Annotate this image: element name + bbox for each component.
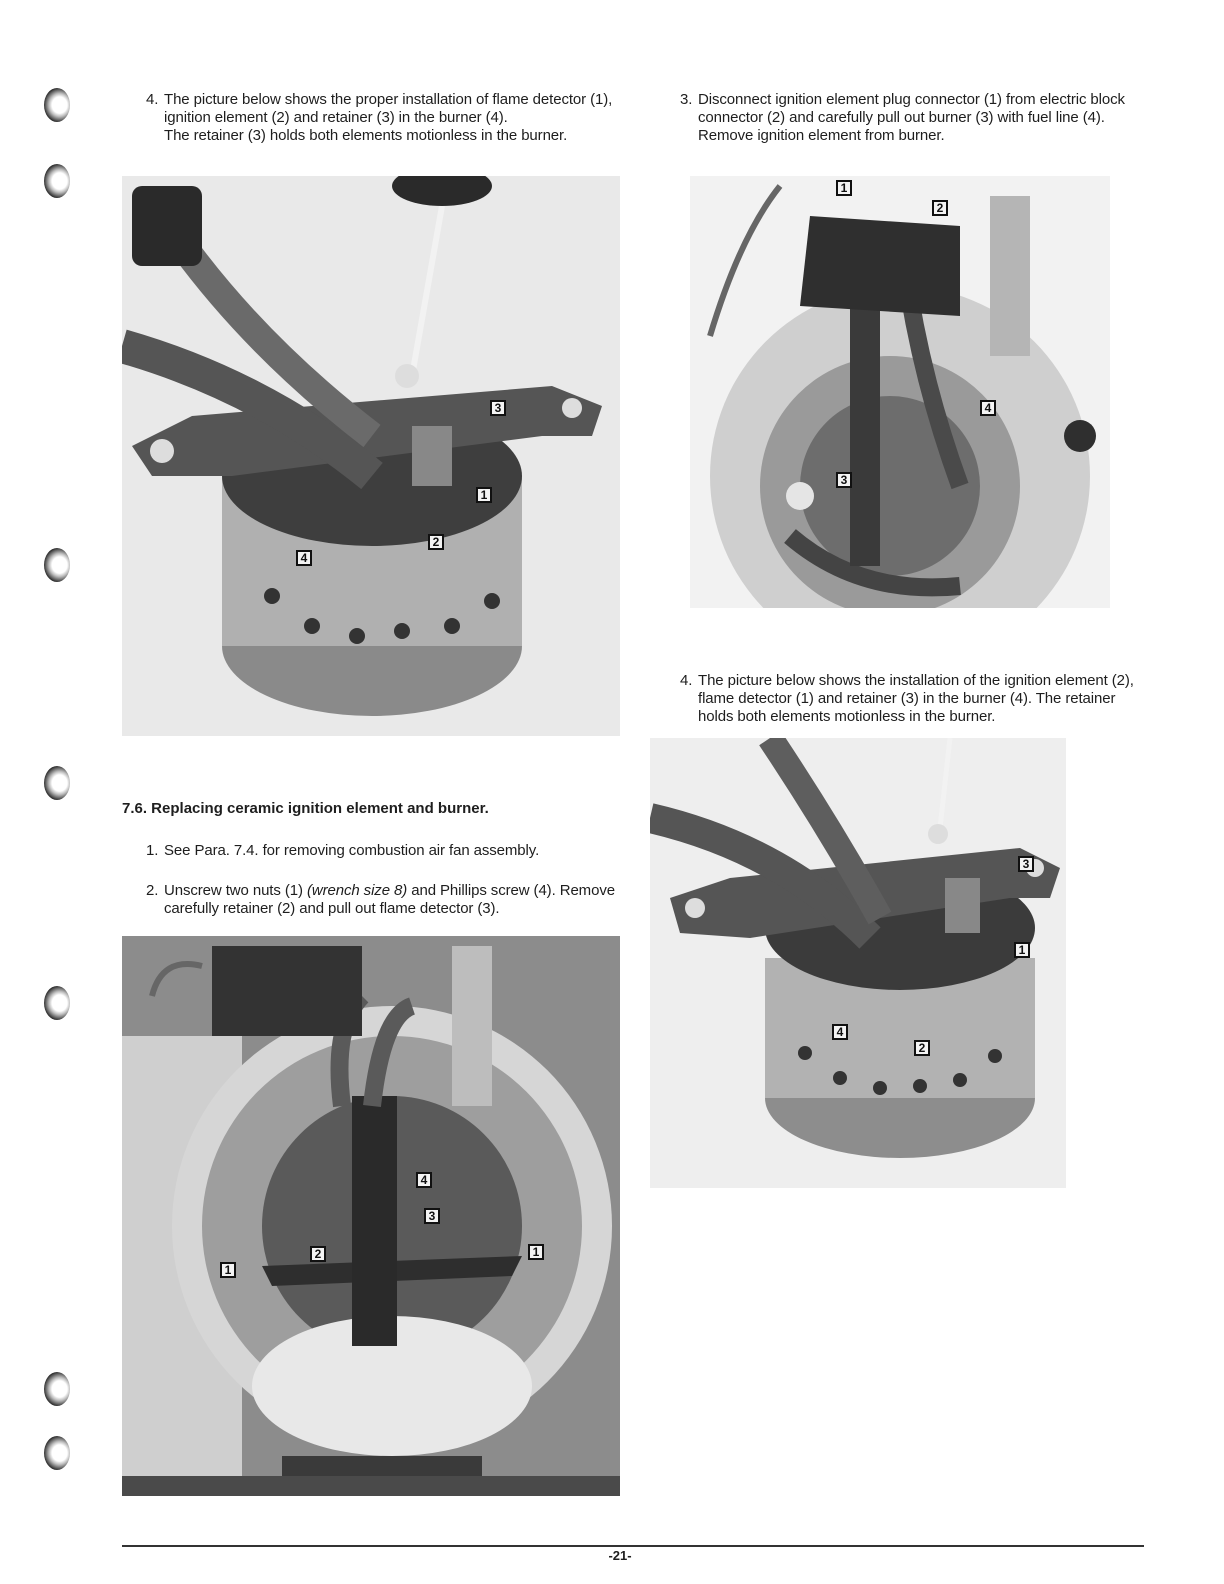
callout-label: 2 <box>932 200 948 216</box>
callout-label: 1 <box>1014 942 1030 958</box>
callout-label: 1 <box>528 1244 544 1260</box>
step-number: 3. <box>680 91 693 108</box>
callout-label: 1 <box>836 180 852 196</box>
step-text: See Para. 7.4. for removing combustion a… <box>164 842 540 859</box>
step-text-continued: and Phillips screw (4). Remove carefully… <box>164 882 615 917</box>
burner-installation-photo: 3 1 2 4 <box>122 176 620 736</box>
right-step-3: 3. Disconnect ignition element plug conn… <box>680 91 1150 145</box>
right-step-4: 4. The picture below shows the installat… <box>680 672 1150 726</box>
burner-removal-photo: 1 2 4 3 <box>690 176 1110 608</box>
wrench-size-note: (wrench size 8) <box>306 882 408 899</box>
callout-label: 3 <box>424 1208 440 1224</box>
step-text: The picture below shows the proper insta… <box>164 91 613 126</box>
callout-label: 3 <box>1018 856 1034 872</box>
section-heading: 7.6. Replacing ceramic ignition element … <box>122 800 489 817</box>
binder-hole <box>44 1372 70 1406</box>
step-text: Unscrew two nuts (1) <box>164 882 307 899</box>
ignition-element-installation-photo: 3 1 4 2 <box>650 738 1066 1188</box>
step-number: 4. <box>680 672 693 689</box>
left-step-1: 1. See Para. 7.4. for removing combustio… <box>146 842 622 860</box>
callout-label: 4 <box>832 1024 848 1040</box>
binder-hole <box>44 164 70 198</box>
binder-hole <box>44 88 70 122</box>
callout-label: 2 <box>428 534 444 550</box>
page-number: -21- <box>608 1548 632 1563</box>
step-text: Disconnect ignition element plug connect… <box>698 91 1125 144</box>
binder-hole <box>44 1436 70 1470</box>
footer-rule <box>122 1545 1144 1547</box>
callout-label: 4 <box>296 550 312 566</box>
callout-label: 2 <box>914 1040 930 1056</box>
binder-hole <box>44 766 70 800</box>
callout-label: 4 <box>416 1172 432 1188</box>
left-step-2: 2. Unscrew two nuts (1) (wrench size 8) … <box>146 882 622 918</box>
step-number: 2. <box>146 882 159 899</box>
step-text: The picture below shows the installation… <box>698 672 1134 725</box>
callout-label: 1 <box>220 1262 236 1278</box>
binder-hole <box>44 548 70 582</box>
callout-label: 3 <box>490 400 506 416</box>
callout-label: 1 <box>476 487 492 503</box>
callout-label: 4 <box>980 400 996 416</box>
step-number: 1. <box>146 842 159 859</box>
burner-front-photo: 4 3 1 2 1 <box>122 936 620 1496</box>
step-text-retainer: The retainer (3) holds both elements mot… <box>164 127 568 144</box>
callout-label: 3 <box>836 472 852 488</box>
binder-hole <box>44 986 70 1020</box>
callout-label: 2 <box>310 1246 326 1262</box>
step-number: 4. <box>146 91 159 108</box>
left-step-4: 4. The picture below shows the proper in… <box>146 91 622 145</box>
